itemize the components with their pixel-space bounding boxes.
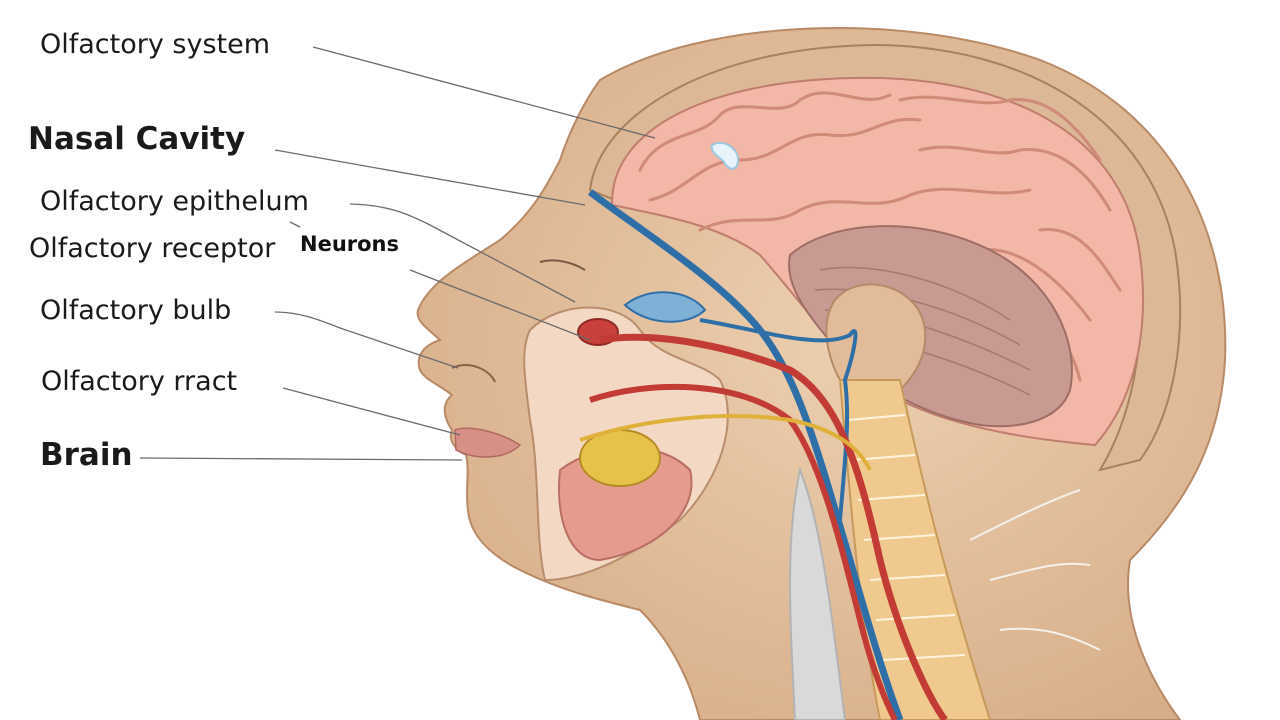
yellow-nerve (579, 414, 872, 471)
label-olfactory-bulb: Olfactory bulb (40, 295, 232, 326)
leader-olfactory-bulb (274, 311, 459, 369)
trachea (789, 466, 847, 720)
ganglion-shape (579, 429, 661, 487)
neck-nerves (969, 489, 1101, 651)
leader-brain (139, 457, 463, 461)
label-olfactory-rract: Olfactory rract (41, 366, 238, 397)
label-olfactory-receptor: Olfactory receptor (29, 233, 276, 264)
label-neurons: Neurons (300, 232, 400, 256)
label-nasal-cavity: Nasal Cavity (28, 121, 246, 157)
lips (454, 427, 522, 458)
ventricle (710, 142, 740, 170)
leader-olfactory-rract (282, 387, 461, 436)
blue-nerve (587, 189, 904, 720)
red-artery (599, 333, 948, 720)
leader-olfactory-receptor (289, 221, 301, 228)
leader-olfactory-system (312, 46, 656, 139)
label-olfactory-epithelum: Olfactory epithelum (40, 186, 309, 217)
cervical-spine (838, 379, 992, 720)
eye-line (539, 259, 586, 271)
leader-neurons (409, 269, 591, 341)
nostril (451, 364, 496, 383)
leader-lines (139, 46, 656, 461)
leader-nasal-cavity (274, 149, 586, 206)
cerebellum (788, 225, 1073, 428)
leader-olfactory-epithelum (349, 203, 576, 303)
label-olfactory-system: Olfactory system (40, 29, 271, 60)
red-artery-lower (589, 383, 898, 720)
olfactory-epithelium-shape (623, 291, 707, 323)
label-brain: Brain (40, 437, 133, 473)
